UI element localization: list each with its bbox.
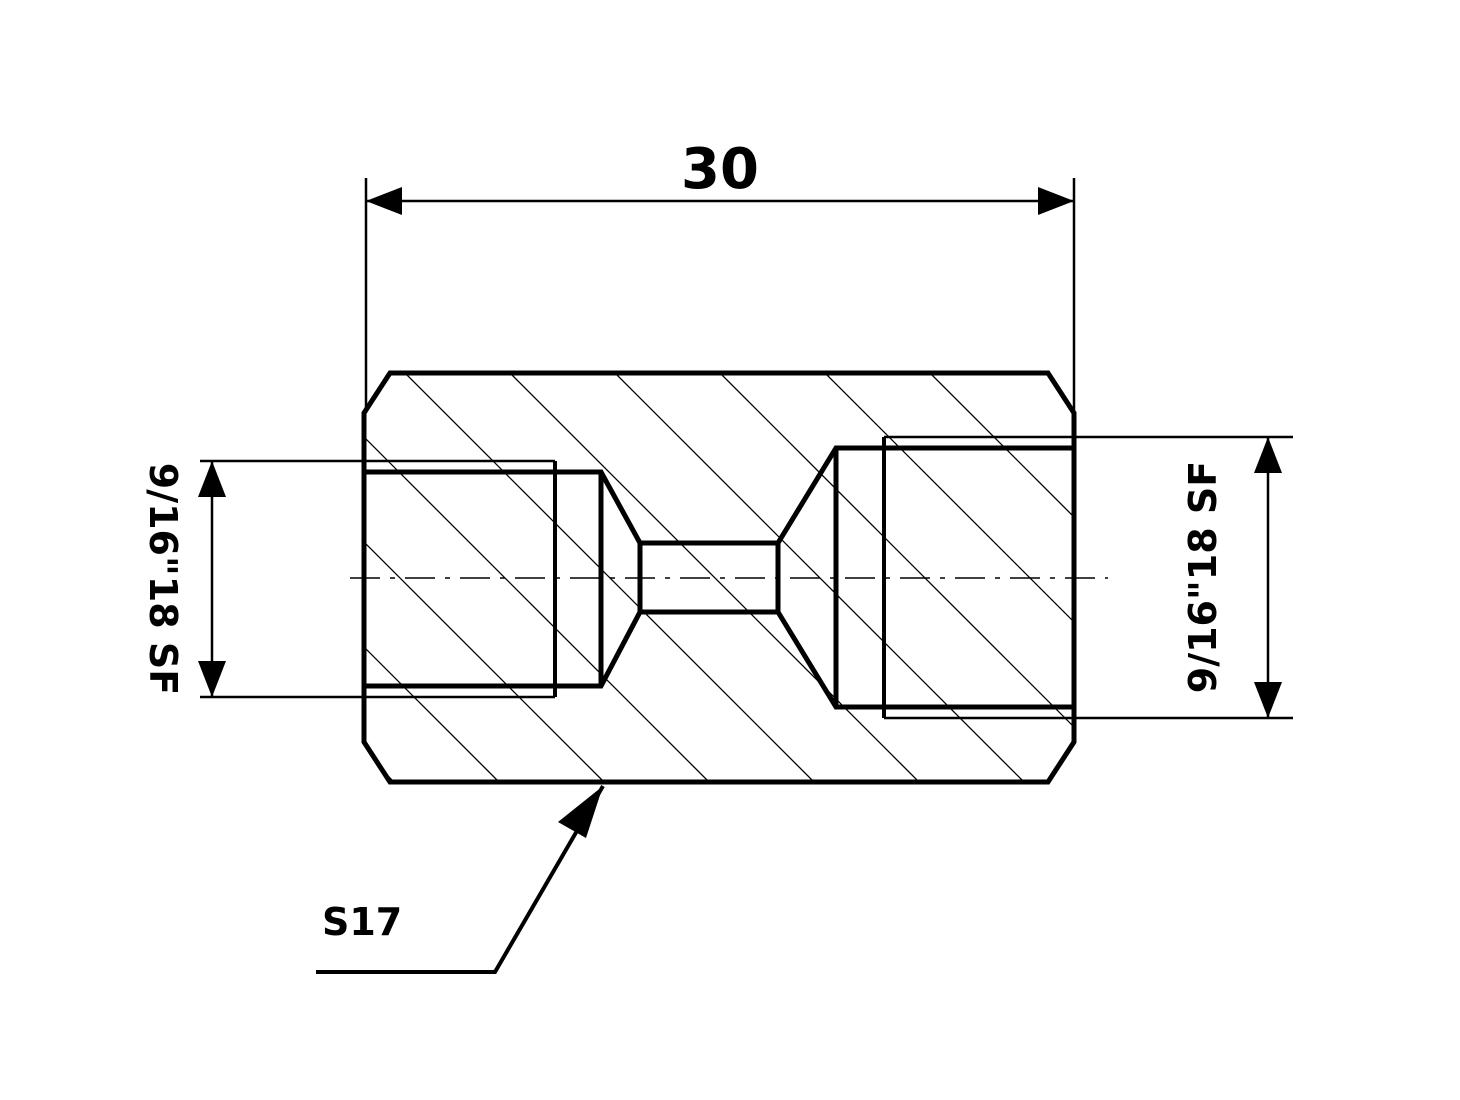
right-thread bbox=[882, 435, 1074, 720]
right-thread-label: 9/16"18 SF bbox=[1181, 461, 1225, 693]
overall-length-label: 30 bbox=[681, 137, 759, 202]
length-dimension bbox=[364, 178, 1076, 413]
wrench-size-leader bbox=[316, 784, 605, 974]
wrench-size-label: S17 bbox=[322, 900, 402, 944]
arrowhead-down bbox=[1254, 682, 1282, 718]
arrowhead-up bbox=[198, 461, 226, 497]
right-bore bbox=[775, 445, 1074, 710]
body-outline bbox=[361, 370, 1077, 785]
right-thread-dimension bbox=[1074, 435, 1293, 720]
left-thread-label: 9/16"18 SF bbox=[141, 463, 185, 695]
arrowhead-right bbox=[1038, 187, 1074, 215]
left-thread-dimension bbox=[198, 459, 364, 699]
arrowhead-leader bbox=[558, 786, 603, 838]
left-thread bbox=[364, 459, 557, 699]
arrowhead-down bbox=[198, 661, 226, 697]
arrowhead-up bbox=[1254, 437, 1282, 473]
arrowhead-left bbox=[366, 187, 402, 215]
